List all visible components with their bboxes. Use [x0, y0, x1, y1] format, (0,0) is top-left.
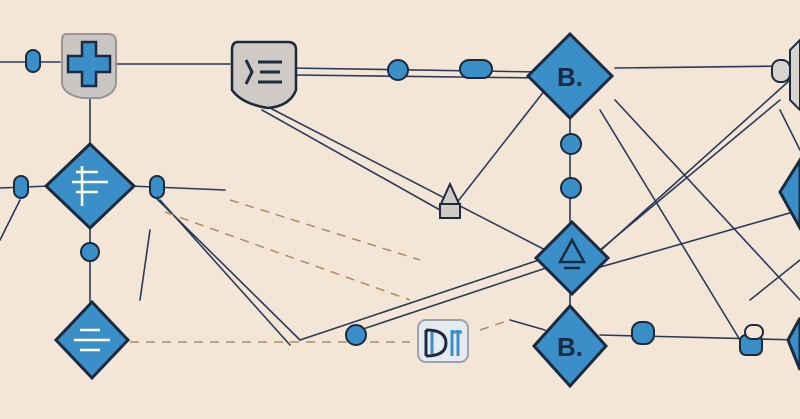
connector-line	[614, 99, 800, 301]
connector-line	[589, 209, 800, 271]
arrow-marker	[438, 181, 462, 219]
junction-pill	[631, 321, 655, 345]
db-glyph-stroke	[424, 328, 448, 358]
connector-line	[509, 319, 546, 331]
junction-pill	[771, 59, 791, 83]
b-diamond-bottom-node: B.	[531, 303, 609, 389]
dashed-connector	[229, 199, 421, 261]
connector-line	[359, 264, 556, 331]
connector-line	[289, 67, 541, 73]
diamond-shape	[525, 31, 615, 121]
connector-line	[599, 99, 781, 251]
plus-icon	[66, 40, 112, 88]
triangle-diamond-node	[533, 219, 611, 297]
db-glyph-stroke	[450, 330, 462, 356]
junction-dots	[13, 49, 791, 356]
arrow-marker-shape	[439, 203, 461, 219]
diamond-shape	[531, 303, 609, 389]
junction-pill	[13, 175, 29, 199]
connector-line	[294, 74, 541, 79]
junction-pill	[744, 324, 764, 340]
lines-icon	[74, 328, 110, 352]
junction-circle	[560, 133, 582, 155]
partial-diamond	[789, 38, 800, 112]
junction-pill	[149, 175, 165, 199]
connector-line	[454, 89, 546, 206]
connector-line	[0, 199, 21, 241]
lines-icon	[72, 166, 108, 206]
junction-pill	[25, 49, 41, 73]
connector-line	[614, 65, 791, 69]
connector-line	[749, 259, 800, 301]
dashed-connector	[164, 211, 411, 301]
e-glyph-stroke	[244, 59, 254, 85]
connector-lines	[0, 61, 800, 346]
diamond-shape	[533, 219, 611, 297]
dashed-connectors	[130, 199, 511, 343]
e-glyph-icon	[244, 59, 282, 85]
connector-line	[159, 199, 291, 346]
connector-line	[299, 257, 546, 341]
dashed-connector	[479, 319, 511, 331]
triangle-icon	[557, 237, 587, 270]
shield-shape	[230, 40, 298, 110]
db-chip-node	[417, 319, 469, 363]
junction-pill	[459, 59, 493, 79]
diamond-shape	[43, 141, 137, 231]
junction-circle	[80, 242, 100, 262]
connector-line	[779, 109, 800, 151]
plus-shield-node	[61, 33, 117, 99]
diamond-label: B.	[557, 332, 583, 362]
junction-circle	[345, 324, 367, 346]
diamond-label: B.	[557, 62, 583, 92]
connector-line	[261, 109, 441, 211]
lines-diamond-bottom-node	[53, 299, 131, 381]
b-diamond-top-node: B.	[525, 31, 615, 121]
arrow-marker-shape	[438, 181, 462, 207]
lines-diamond-mid-node	[43, 141, 137, 231]
connector-line	[599, 109, 741, 341]
db-glyph-icon	[424, 328, 462, 358]
e-shield-node	[230, 40, 298, 110]
connector-line	[269, 107, 556, 256]
connector-line	[129, 185, 226, 191]
partial-diamond	[778, 157, 800, 232]
connector-line	[139, 229, 151, 301]
icon-stroke	[557, 237, 587, 264]
partial-diamond	[786, 317, 800, 371]
junction-pill	[387, 59, 409, 81]
junction-circle	[560, 177, 582, 199]
right-edge-partial-nodes	[778, 38, 800, 371]
connector-line	[599, 334, 800, 341]
